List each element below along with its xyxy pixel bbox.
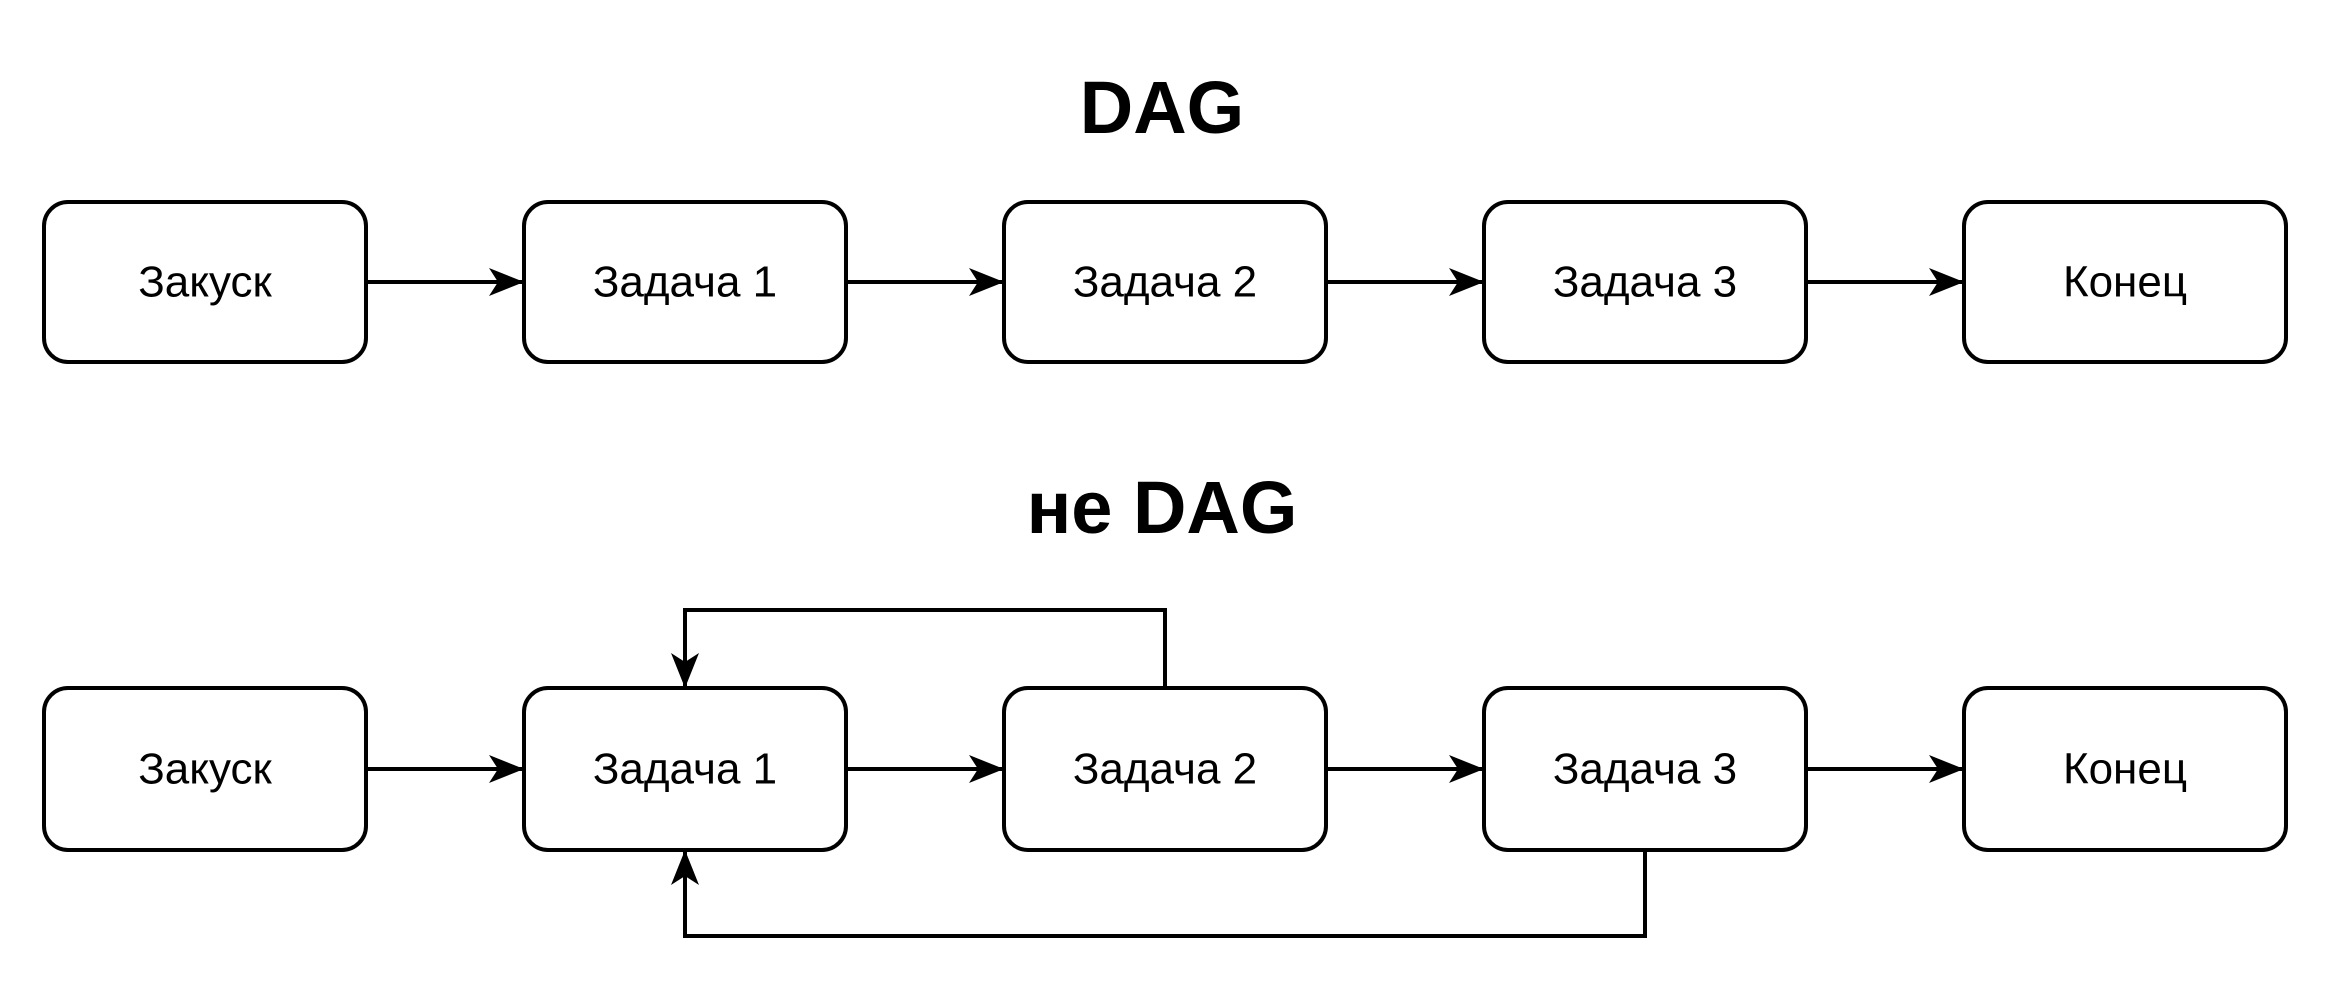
node-start-box [42,200,368,364]
node-start-label: Закуск [138,745,272,794]
node-task3-box [1482,200,1808,364]
node-task2-label: Задача 2 [1073,258,1257,307]
edge-task3-task1-loop-bottom [671,850,1647,938]
node-end-label: Конец [2063,258,2187,307]
node-end-box [1962,686,2288,852]
not-dag-section: не DAG Закуск Задача 1 Задача 2 Задача 3 Коне… [42,466,2288,938]
node-task1-box [522,200,848,364]
node-task2-label: Задача 2 [1073,745,1257,794]
node-end-label: Конец [2063,745,2187,794]
dag-section: DAG Закуск Задача 1 Задача 2 Задача 3 Конец [42,66,2288,364]
node-task3-label: Задача 3 [1553,745,1737,794]
node-task3-box [1482,686,1808,852]
not-dag-title: не DAG [1027,466,1298,549]
dag-title: DAG [1080,66,1244,149]
node-task1-label: Задача 1 [593,258,777,307]
node-start-box [42,686,368,852]
node-task1-label: Задача 1 [593,745,777,794]
node-task2-box [1002,200,1328,364]
node-start-label: Закуск [138,258,272,307]
node-end-box [1962,200,2288,364]
node-task2-box [1002,686,1328,852]
node-task1-box [522,686,848,852]
edge-task2-task1-loop-top [671,608,1167,688]
node-task3-label: Задача 3 [1553,258,1737,307]
